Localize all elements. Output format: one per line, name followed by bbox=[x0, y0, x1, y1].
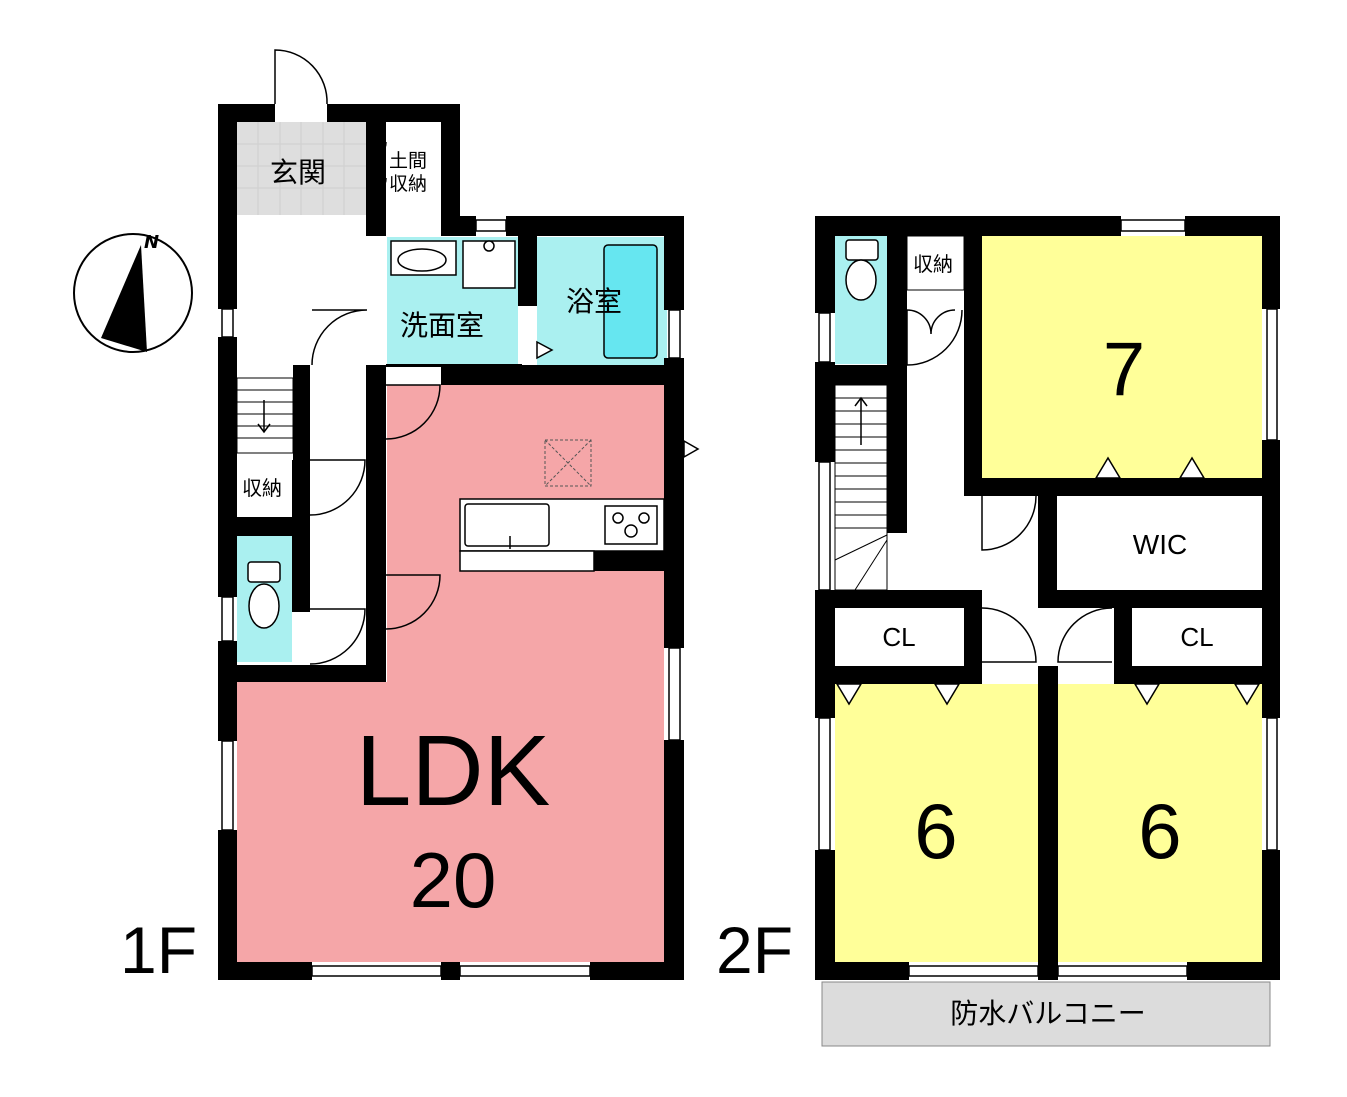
north-arrow-icon bbox=[101, 245, 147, 352]
floor2-walls bbox=[815, 216, 1280, 980]
floor2-windows bbox=[818, 219, 1278, 977]
balcony-floor bbox=[821, 981, 1271, 1047]
closet-right-box bbox=[1132, 608, 1262, 666]
stairs1 bbox=[236, 377, 294, 454]
room7-door bbox=[981, 495, 1037, 551]
room6-west-door bbox=[981, 607, 1037, 663]
ldk-door-top bbox=[385, 384, 441, 440]
floor2: 収納 7 WIC CL CL 6 6 防水バルコニー 2F bbox=[716, 216, 1280, 1047]
storage2-doors bbox=[906, 309, 956, 335]
room6-east-door bbox=[1057, 607, 1113, 663]
bathroom-label: 浴室 bbox=[566, 285, 622, 318]
room6-west-label: 6 bbox=[914, 787, 957, 875]
kitchen-sink-icon bbox=[464, 503, 550, 547]
bathtub bbox=[603, 244, 658, 359]
floor1-walls bbox=[218, 104, 684, 980]
washroom-door bbox=[311, 309, 368, 366]
stairs2 bbox=[834, 384, 888, 591]
closet-left-label: CL bbox=[882, 622, 915, 652]
doma-storage-label-1: 土間 bbox=[389, 150, 427, 172]
balcony-label: 防水バルコニー bbox=[950, 997, 1145, 1030]
toilet1-icon bbox=[247, 561, 281, 629]
kitchen bbox=[459, 498, 665, 572]
closet-right-label: CL bbox=[1180, 622, 1213, 652]
bath-door-icon bbox=[536, 340, 554, 360]
room6-east-label: 6 bbox=[1138, 787, 1181, 875]
wic-box bbox=[1057, 496, 1262, 590]
closet-left-box bbox=[835, 608, 964, 666]
room6-east-floor bbox=[1057, 684, 1262, 962]
room7-floor bbox=[982, 236, 1262, 478]
washing-machine-space bbox=[462, 240, 516, 289]
ldk-size-label: 20 bbox=[410, 836, 497, 924]
storage1-door bbox=[309, 459, 366, 516]
floor1-doors bbox=[274, 49, 700, 665]
room7-label: 7 bbox=[1103, 327, 1145, 412]
washbasin-icon bbox=[397, 248, 447, 272]
doma-storage-label-2: 収納 bbox=[389, 173, 427, 195]
service-door-icon bbox=[683, 439, 700, 459]
floor1-windows bbox=[221, 219, 681, 977]
compass: N bbox=[73, 232, 193, 353]
storage2-box bbox=[906, 235, 965, 291]
genkan-tile-grid bbox=[237, 122, 366, 215]
genkan-label: 玄関 bbox=[270, 156, 326, 189]
floor1-label: 1F bbox=[120, 913, 197, 987]
floor2-doors bbox=[906, 309, 1113, 663]
washroom-label: 洗面室 bbox=[400, 309, 484, 342]
front-door bbox=[274, 49, 328, 105]
closet-folding-doors bbox=[835, 456, 1261, 706]
drain-icon bbox=[483, 240, 495, 252]
toilet2-icon bbox=[845, 239, 879, 301]
ldk-label: LDK bbox=[356, 715, 551, 827]
room6-west-floor bbox=[835, 684, 1038, 962]
doma-storage-doors bbox=[367, 141, 387, 197]
ldk-door-side bbox=[385, 574, 441, 630]
toilet2-door bbox=[906, 309, 963, 366]
storage2-label: 収納 bbox=[913, 252, 953, 276]
wic-label: WIC bbox=[1133, 529, 1187, 560]
floor2-label: 2F bbox=[716, 913, 793, 987]
floor1: 玄関 土間 収納 洗面室 浴室 収納 LDK 20 1F bbox=[120, 49, 700, 987]
toilet1-door bbox=[309, 608, 366, 665]
compass-north-label: N bbox=[144, 232, 159, 253]
storage1-label: 収納 bbox=[242, 476, 282, 500]
range-hood-icon bbox=[544, 439, 592, 487]
